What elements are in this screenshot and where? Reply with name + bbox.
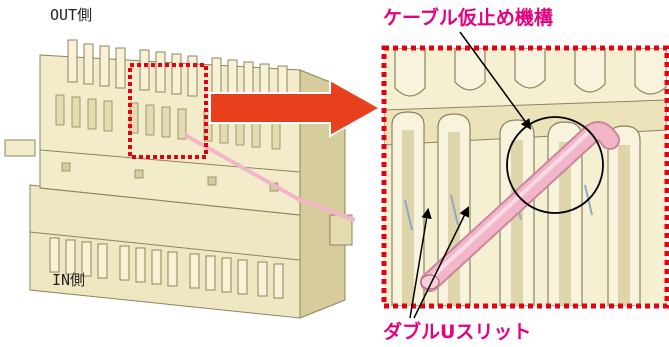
leader-slit-2 <box>413 206 470 319</box>
in-side-label: IN側 <box>52 271 85 289</box>
callout-circle <box>506 116 604 214</box>
in-side-teeth <box>49 237 284 299</box>
zoom-source-box <box>128 63 208 159</box>
cable-holder-label: ケーブル仮止め機構 <box>383 6 553 29</box>
out-side-label: OUT側 <box>50 6 92 24</box>
leader-cable-holder <box>459 31 532 130</box>
cable-left <box>184 133 356 222</box>
double-u-slit-label: ダブルUスリット <box>383 320 531 343</box>
zoom-panel <box>384 48 667 306</box>
leader-slit-1 <box>409 207 432 319</box>
right-arrow-icon <box>209 78 383 138</box>
